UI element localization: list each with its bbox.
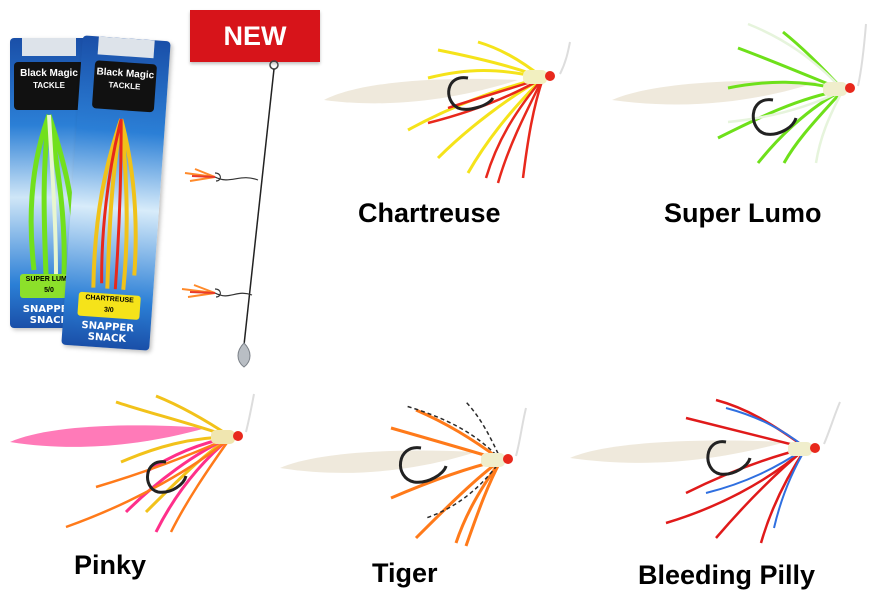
rig-lure-upper — [184, 168, 221, 182]
lure-pinky-image — [10, 393, 255, 533]
package-product-name: SNAPPER SNACK — [81, 319, 135, 346]
package-brand-sub: TACKLE — [33, 81, 65, 90]
product-label-pinky: Pinky — [74, 550, 147, 580]
rig-diagram — [181, 60, 279, 368]
package-lure-image — [91, 118, 138, 290]
package-lure-image — [28, 114, 79, 276]
package-chartreuse: Black Magic TACKLE CHARTREUSE 3/0 SNAPPE… — [61, 35, 171, 351]
package-size: 5/0 — [44, 287, 54, 294]
package-logo: Black Magic TACKLE — [91, 60, 158, 113]
product-label-super-lumo: Super Lumo — [664, 198, 822, 228]
sinker-icon — [237, 342, 251, 368]
swivel-icon — [269, 60, 279, 70]
package-variant: SUPER LUMO — [25, 276, 73, 283]
lure-super-lumo-image — [612, 22, 867, 164]
lure-chartreuse-image — [324, 40, 571, 184]
package-product-name: SNAPPER SNACK — [22, 304, 76, 326]
lure-bleeding-pilly-image — [570, 398, 841, 544]
new-badge: NEW — [190, 10, 320, 62]
package-logo: Black Magic TACKLE — [14, 62, 84, 110]
new-badge-label: NEW — [223, 20, 287, 51]
product-label-tiger: Tiger — [372, 558, 438, 588]
lure-tiger-image — [280, 401, 527, 547]
package-variant-tag: CHARTREUSE 3/0 — [77, 291, 141, 320]
package-brand: Black Magic — [20, 68, 78, 79]
product-label-bleeding-pilly: Bleeding Pilly — [638, 560, 816, 590]
rig-lure-lower — [181, 284, 221, 298]
product-label-chartreuse: Chartreuse — [358, 198, 501, 228]
package-hang-tab — [22, 38, 76, 56]
package-hang-tab — [97, 36, 155, 59]
